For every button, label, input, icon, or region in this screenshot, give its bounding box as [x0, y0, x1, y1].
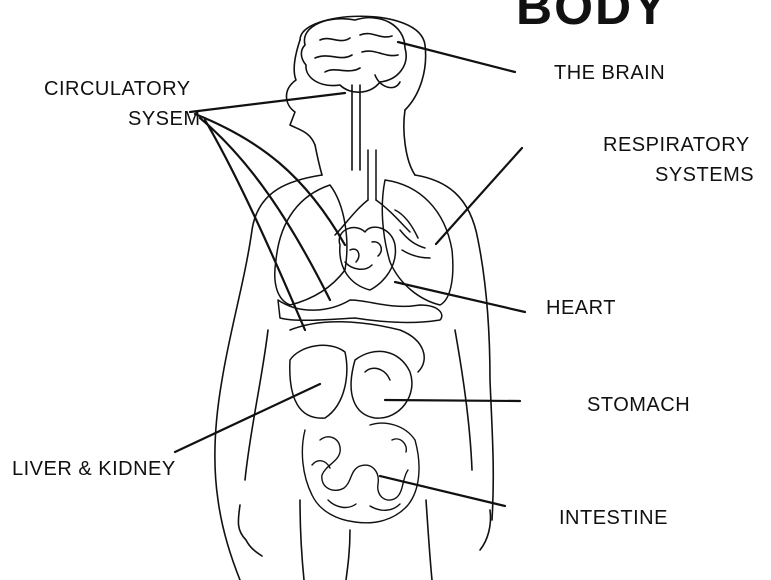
abdomen-organs — [290, 322, 424, 418]
lungs-shape — [275, 150, 453, 323]
respiratory-pointer — [436, 148, 522, 244]
label-intestine: INTESTINE — [559, 507, 668, 530]
circulatory-pointer-c — [205, 120, 305, 330]
label-circulatory-2: SYSEM — [128, 108, 201, 131]
label-brain: THE BRAIN — [554, 62, 665, 85]
brain-shape — [301, 18, 406, 170]
circulatory-pointer-d — [190, 93, 345, 112]
heart-pointer — [395, 282, 525, 312]
intestine-shape — [302, 423, 419, 523]
heart-shape — [339, 227, 395, 290]
diagram-title: BODY — [516, 0, 668, 36]
label-stomach: STOMACH — [587, 394, 690, 417]
pointer-lines — [175, 42, 525, 506]
label-respiratory: RESPIRATORY — [603, 134, 750, 157]
label-circulatory: CIRCULATORY — [44, 78, 191, 101]
liver-kidney-pointer — [175, 384, 320, 452]
label-heart: HEART — [546, 297, 616, 320]
intestine-pointer — [380, 476, 505, 506]
stomach-pointer — [385, 400, 520, 401]
body-outline — [215, 16, 493, 580]
brain-pointer — [398, 42, 515, 72]
label-respiratory-2: SYSTEMS — [655, 164, 754, 187]
label-liver-kidney: LIVER & KIDNEY — [12, 458, 176, 481]
